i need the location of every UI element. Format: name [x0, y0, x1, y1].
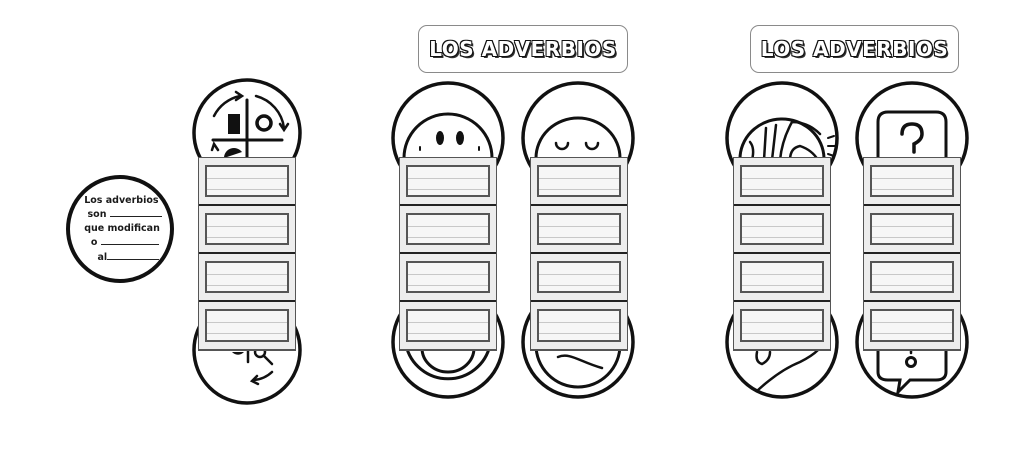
definition-line-3: que modifican	[84, 222, 160, 234]
writing-area[interactable]	[537, 165, 621, 197]
writing-card[interactable]	[734, 254, 830, 302]
card-stack-hand	[733, 157, 831, 351]
writing-card[interactable]	[531, 158, 627, 206]
definition-line-2: son	[87, 209, 107, 221]
writing-card[interactable]	[864, 206, 960, 254]
writing-area[interactable]	[205, 165, 289, 197]
writing-area[interactable]	[740, 165, 824, 197]
writing-card[interactable]	[734, 302, 830, 350]
writing-area[interactable]	[406, 213, 490, 245]
worksheet-title: LOS ADVERBIOS	[428, 36, 617, 62]
writing-area[interactable]	[406, 309, 490, 342]
writing-card[interactable]	[400, 254, 496, 302]
blank-field-2[interactable]	[100, 235, 159, 246]
definition-text: Los adverbios son que modifican o al	[84, 194, 162, 265]
writing-card[interactable]	[400, 206, 496, 254]
definition-line-4: o	[90, 237, 98, 249]
writing-area[interactable]	[870, 261, 954, 293]
writing-card[interactable]	[199, 206, 295, 254]
definition-line-1: Los adverbios	[84, 194, 159, 206]
card-stack-smiley	[399, 157, 497, 351]
writing-area[interactable]	[406, 165, 490, 197]
writing-card[interactable]	[531, 302, 627, 350]
writing-card[interactable]	[199, 254, 295, 302]
writing-area[interactable]	[537, 309, 621, 342]
writing-area[interactable]	[205, 261, 289, 293]
writing-card[interactable]	[199, 158, 295, 206]
blank-field-3[interactable]	[107, 250, 160, 260]
writing-area[interactable]	[205, 213, 289, 245]
writing-card[interactable]	[199, 302, 295, 350]
writing-area[interactable]	[406, 261, 490, 293]
writing-area[interactable]	[870, 165, 954, 197]
smiley-face-icon	[391, 81, 505, 195]
writing-card[interactable]	[531, 206, 627, 254]
writing-area[interactable]	[537, 213, 621, 245]
writing-area[interactable]	[537, 261, 621, 293]
card-stack-sleepy	[530, 157, 628, 351]
definition-line-5: al	[97, 251, 108, 263]
writing-card[interactable]	[864, 302, 960, 350]
definition-circle: Los adverbios son que modifican o al	[66, 175, 174, 283]
title-box-left: LOS ADVERBIOS	[418, 25, 628, 73]
title-box-right: LOS ADVERBIOS	[750, 25, 959, 73]
writing-card[interactable]	[864, 254, 960, 302]
writing-area[interactable]	[870, 309, 954, 342]
writing-card[interactable]	[734, 158, 830, 206]
card-stack-phone	[863, 157, 961, 351]
writing-card[interactable]	[864, 158, 960, 206]
writing-area[interactable]	[740, 309, 824, 342]
writing-card[interactable]	[400, 302, 496, 350]
writing-area[interactable]	[740, 261, 824, 293]
writing-area[interactable]	[205, 309, 289, 342]
blank-field-1[interactable]	[109, 207, 162, 218]
card-stack-icons	[198, 157, 296, 351]
writing-card[interactable]	[400, 158, 496, 206]
worksheet-title: LOS ADVERBIOS	[760, 36, 949, 62]
writing-card[interactable]	[531, 254, 627, 302]
writing-area[interactable]	[740, 213, 824, 245]
writing-area[interactable]	[870, 213, 954, 245]
writing-card[interactable]	[734, 206, 830, 254]
